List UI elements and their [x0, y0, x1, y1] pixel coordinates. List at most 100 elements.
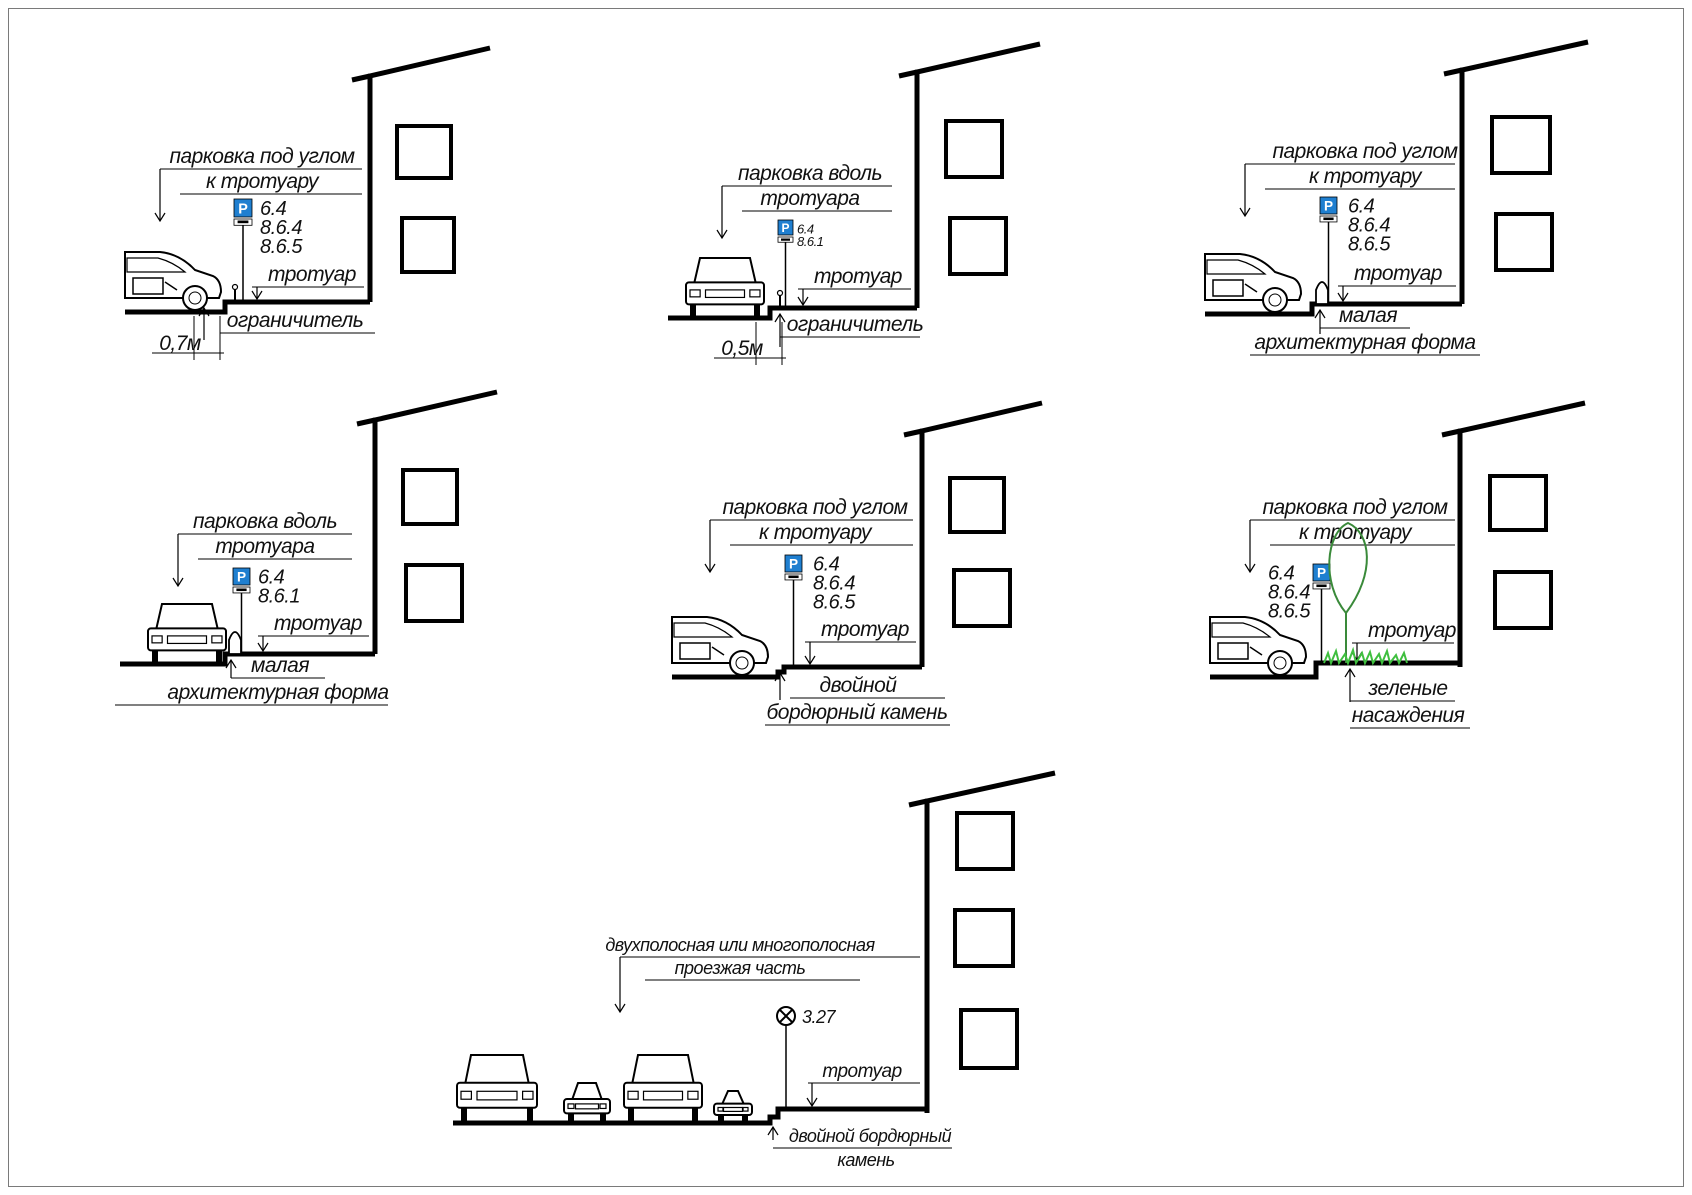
window	[1488, 474, 1548, 532]
section-title: к тротуару	[759, 521, 873, 544]
parking-sign-plate	[777, 219, 794, 236]
building-wall	[924, 770, 1056, 1113]
bollard	[228, 631, 242, 655]
dimension-label: 0,7м	[159, 332, 201, 355]
element-label: двойной	[820, 674, 898, 697]
car-door-logo	[1217, 642, 1249, 660]
leader-arrow	[614, 957, 626, 1014]
sidewalk-arrow	[251, 287, 263, 301]
sign-plate-car	[1316, 584, 1327, 588]
car-window	[673, 622, 734, 638]
car-headlight	[567, 1103, 575, 1110]
sign-code: 8.6.4	[260, 217, 302, 239]
sign-plate-car	[1323, 217, 1334, 221]
sidewalk-arrow	[806, 1083, 818, 1108]
ground-curb-line	[1205, 301, 1462, 317]
window	[948, 476, 1006, 534]
car-window	[126, 257, 187, 273]
section-title: к тротуару	[1299, 521, 1413, 544]
element-label: насаждения	[1352, 704, 1465, 727]
element-arrow	[1314, 308, 1326, 334]
car-grille-body	[685, 281, 765, 306]
section-title: парковка под углом	[1272, 140, 1457, 163]
car-body	[1204, 253, 1303, 301]
car-wheel	[1267, 650, 1293, 676]
car-wheel	[692, 1107, 698, 1121]
section-title: парковка под углом	[169, 145, 354, 168]
limiter-top	[231, 283, 239, 291]
parking-sign-letter: P	[237, 570, 246, 585]
sidewalk-label: тротуар	[814, 265, 902, 288]
car-front	[456, 1054, 538, 1121]
car-cabin	[570, 1082, 604, 1102]
car-body	[1209, 616, 1308, 664]
element-label: двойной бордюрный	[789, 1126, 952, 1146]
sidewalk-label: тротуар	[274, 612, 362, 635]
section-title: двухполосная или многополосная	[605, 935, 875, 955]
car-side	[1204, 253, 1303, 313]
sign-plate-car	[237, 220, 249, 224]
sign-code: 8.6.1	[797, 234, 824, 249]
car-wheel	[690, 304, 696, 316]
window	[401, 468, 459, 526]
building	[903, 400, 1043, 667]
element-label: камень	[837, 1150, 894, 1170]
window	[952, 568, 1012, 628]
roof-edge	[903, 428, 923, 438]
car-headlight	[627, 1090, 639, 1100]
parking-sign-letter: P	[789, 557, 798, 572]
car-grille-body	[147, 627, 227, 652]
car-wheel	[527, 1107, 533, 1121]
car-wheel	[600, 1113, 606, 1121]
sign-code: 8.6.5	[813, 591, 856, 613]
car-front	[713, 1090, 753, 1121]
bollard	[1315, 281, 1329, 305]
element-label: малая	[251, 654, 309, 677]
sign-plate-car	[781, 238, 790, 241]
sign-code: 6.4	[1348, 195, 1375, 217]
roof-edge	[908, 798, 928, 808]
roof-edge	[356, 417, 376, 427]
parking-sign-letter: P	[1317, 566, 1326, 581]
parking-sign: P	[784, 554, 803, 581]
car-wheel	[152, 650, 158, 662]
sign-code: 8.6.5	[1348, 233, 1391, 255]
car-front	[147, 603, 227, 662]
car-headlight	[749, 289, 761, 298]
element-label: ограничитель	[787, 313, 924, 336]
leader-arrow	[716, 186, 728, 240]
ground-curb-line	[1210, 660, 1460, 680]
ground-curb-line	[672, 664, 922, 680]
car-headlight	[460, 1090, 472, 1100]
element-label: зеленые	[1367, 677, 1447, 700]
parking-sign-plate	[233, 198, 253, 218]
parking-sign-plate	[1319, 196, 1338, 215]
dimension-label: 0,5м	[721, 337, 763, 360]
parking-sign-letter: P	[781, 221, 789, 235]
parking-sign-letter: P	[1324, 199, 1333, 214]
building	[1443, 39, 1589, 304]
car-grille-body	[456, 1081, 538, 1109]
parking-sign: P	[232, 567, 251, 594]
window	[948, 216, 1008, 276]
car-cabin	[692, 257, 758, 286]
sign-code: 6.4	[258, 566, 285, 588]
car-grille	[574, 1103, 600, 1110]
element-arrow	[1344, 667, 1356, 702]
element-arrow	[198, 306, 210, 340]
car-door-logo	[679, 642, 711, 660]
sign-code: 8.6.5	[260, 236, 303, 258]
leader-arrow	[1244, 520, 1256, 574]
car-grille	[166, 635, 208, 645]
ground-curb-line	[453, 1106, 927, 1126]
window	[1494, 212, 1554, 272]
car-headlight	[717, 1106, 724, 1112]
building	[908, 770, 1056, 1113]
sign-code: 6.4	[1268, 562, 1295, 584]
